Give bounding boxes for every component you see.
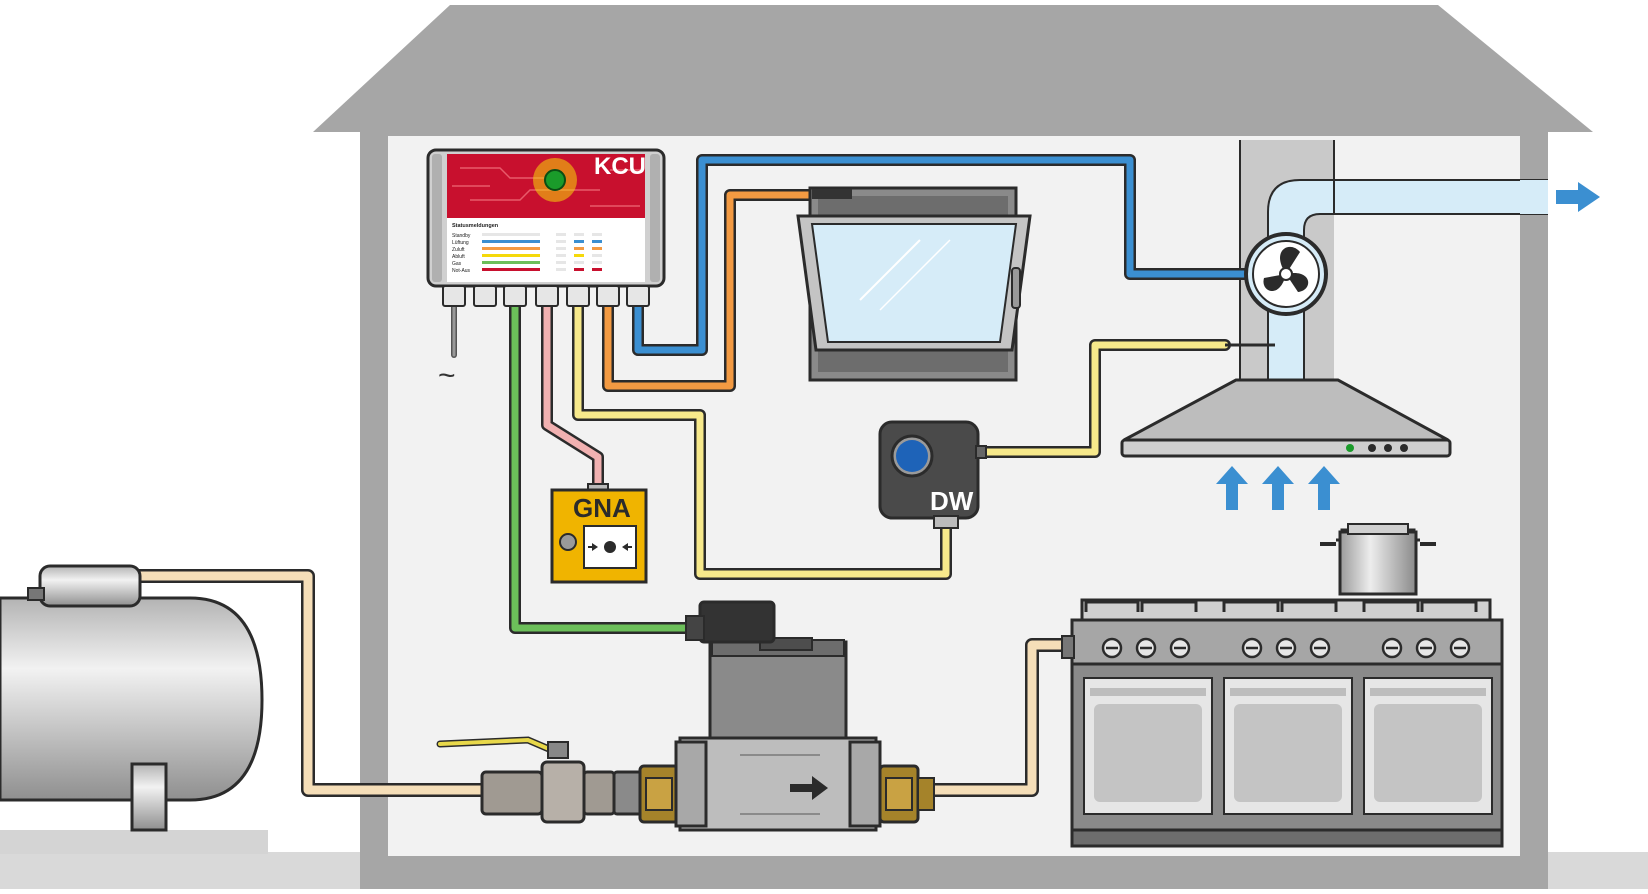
cable-glands	[442, 285, 650, 307]
gas-tank	[0, 564, 264, 832]
brass-fittings	[638, 764, 935, 824]
exhaust-opening	[1520, 180, 1548, 214]
gna-emergency-button: GNA	[550, 483, 648, 584]
cables	[451, 154, 1264, 634]
status-panel-title: Statusmeldungen	[452, 223, 499, 229]
status-row-3: Abluft	[452, 254, 465, 260]
gna-label: GNA	[573, 493, 631, 523]
cooking-pot	[1320, 523, 1436, 614]
flow-direction-arrow-icon	[790, 776, 828, 800]
gas-range	[1061, 598, 1504, 848]
status-row-4: Gas	[452, 261, 462, 267]
status-row-0: Standby	[452, 233, 471, 239]
tank-platform	[0, 830, 268, 854]
status-row-2: Zuluft	[452, 247, 465, 253]
pressure-switch-dw: DW	[878, 420, 987, 529]
status-row-1: Lüftung	[452, 240, 469, 246]
air-flow-arrow-icon	[1556, 182, 1600, 212]
range-hood	[1120, 378, 1452, 458]
emergency-button-icon	[583, 525, 637, 569]
status-row-5: Not-Aus	[452, 268, 471, 274]
dw-label: DW	[930, 486, 974, 516]
gas-pipes	[135, 569, 1068, 797]
mains-symbol: ~	[438, 359, 456, 392]
fan-icon	[1244, 232, 1328, 316]
air-flow-arrow-icon	[1216, 466, 1340, 510]
manual-shutoff-valve	[436, 736, 644, 824]
house-roof	[313, 5, 1593, 132]
kcu-label: KCU	[594, 153, 646, 180]
status-led	[544, 169, 566, 191]
solenoid-valve	[674, 600, 882, 832]
kcu-control-unit: KCU Statusmeldungen Standby Lüftung Zulu…	[426, 148, 666, 307]
tilt-window	[796, 186, 1032, 382]
